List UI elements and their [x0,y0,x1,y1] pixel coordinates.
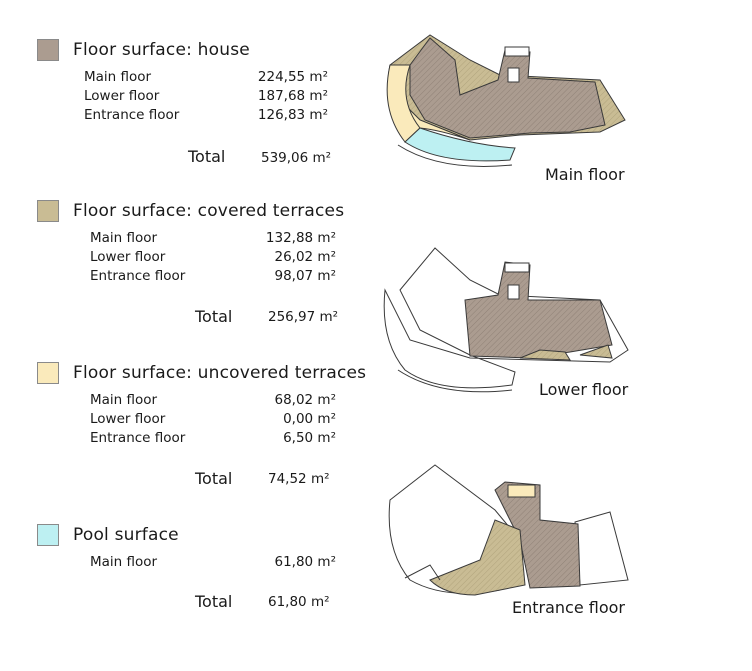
section-rows: Main floor 68,02 m² Lower floor 0,00 m² En… [90,392,336,449]
lower-floor-shapes [383,247,629,393]
table-row: Lower floor 26,02 m² [90,249,336,268]
row-value: 26,02 m² [274,249,336,265]
table-row: Lower floor 0,00 m² [90,411,336,430]
row-value: 126,83 m² [257,107,328,123]
total-value: 61,80 m² [268,594,330,610]
row-label: Lower floor [90,411,166,427]
entrance-floor-shapes [388,464,629,596]
row-value: 132,88 m² [265,230,336,246]
entrance-uncovered-terrace [507,484,536,498]
row-value: 187,68 m² [257,88,328,104]
main-floor-shapes [386,34,626,167]
row-label: Entrance floor [90,268,186,284]
entrance-floor-label: Entrance floor [512,598,626,617]
section-rows: Main floor 224,55 m² Lower floor 187,68 m²… [84,69,328,126]
row-value: 224,55 m² [257,69,328,85]
section-title: Pool surface [73,525,179,545]
section-title: Floor surface: house [73,40,250,60]
table-row: Entrance floor 98,07 m² [90,268,336,287]
total-label: Total [188,147,226,166]
lower-covered-terrace [519,349,571,361]
row-label: Main floor [90,554,158,570]
row-label: Main floor [90,230,158,246]
table-row: Main floor 61,80 m² [90,554,336,573]
row-label: Main floor [90,392,158,408]
section-heading: Pool surface [37,522,367,548]
table-row: Lower floor 187,68 m² [84,88,328,107]
main-tower-window [507,67,520,83]
row-value: 68,02 m² [274,392,336,408]
entrance-house [494,481,581,589]
section-uncovered-terraces: Floor surface: uncovered terraces Main f… [37,360,367,488]
total-value: 256,97 m² [268,309,339,325]
lower-floor-label: Lower floor [539,380,629,399]
table-row: Main floor 224,55 m² [84,69,328,88]
section-heading: Floor surface: uncovered terraces [37,360,367,386]
table-row: Entrance floor 6,50 m² [90,430,336,449]
lower-house [464,261,613,359]
main-floor-label: Main floor [545,165,625,184]
row-label: Main floor [84,69,152,85]
table-row: Main floor 132,88 m² [90,230,336,249]
entrance-east-wing [574,511,629,586]
section-heading: Floor surface: house [37,37,367,63]
total-value: 539,06 m² [261,150,332,166]
total-label: Total [195,307,233,326]
section-heading: Floor surface: covered terraces [37,198,367,224]
table-row: Main floor 68,02 m² [90,392,336,411]
row-label: Lower floor [84,88,160,104]
row-value: 0,00 m² [283,411,336,427]
house-swatch-icon [37,39,59,61]
row-value: 6,50 m² [283,430,336,446]
section-covered-terraces: Floor surface: covered terraces Main flo… [37,198,367,326]
row-label: Entrance floor [90,430,186,446]
pool-swatch-icon [37,524,59,546]
row-value: 61,80 m² [274,554,336,570]
covered-terrace-swatch-icon [37,200,59,222]
section-title: Floor surface: covered terraces [73,201,345,221]
uncovered-terrace-swatch-icon [37,362,59,384]
row-value: 98,07 m² [274,268,336,284]
row-label: Entrance floor [84,107,180,123]
section-rows: Main floor 61,80 m² [90,554,336,573]
total-label: Total [195,469,233,488]
main-house [409,37,606,139]
section-title: Floor surface: uncovered terraces [73,363,367,383]
table-row: Entrance floor 126,83 m² [84,107,328,126]
main-pool [404,127,516,162]
row-label: Lower floor [90,249,166,265]
section-house: Floor surface: house Main floor 224,55 m²… [37,37,367,166]
total-value: 74,52 m² [268,471,330,487]
entrance-covered-terrace [429,519,526,596]
section-pool: Pool surface Main floor 61,80 m² Total 61… [37,522,367,611]
total-label: Total [195,592,233,611]
